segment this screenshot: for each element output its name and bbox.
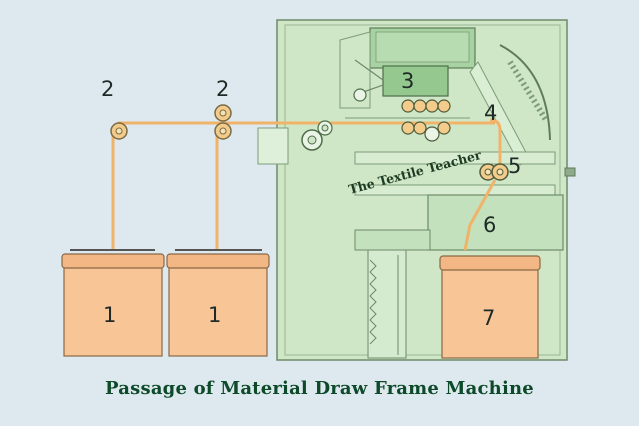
sliver-path — [111, 118, 502, 251]
draw-frame-machine — [257, 19, 576, 361]
label-coiler-tube: 6 — [483, 213, 496, 237]
guide-rollers — [110, 104, 232, 140]
label-drafting-zone: 3 — [401, 69, 414, 93]
label-can-left: 1 — [103, 303, 116, 327]
machine-rollers — [301, 88, 509, 181]
label-calender-rollers: 5 — [508, 154, 521, 178]
feed-can-left — [61, 253, 165, 357]
delivery-can — [439, 255, 541, 359]
label-guide-left: 2 — [101, 77, 114, 101]
label-guide-middle: 2 — [216, 77, 229, 101]
diagram-title: Passage of Material Draw Frame Machine — [105, 378, 534, 399]
label-delivery-can: 7 — [482, 306, 495, 330]
feed-can-middle — [166, 253, 270, 357]
label-can-middle: 1 — [208, 303, 221, 327]
label-delivery-rollers: 4 — [484, 101, 497, 125]
